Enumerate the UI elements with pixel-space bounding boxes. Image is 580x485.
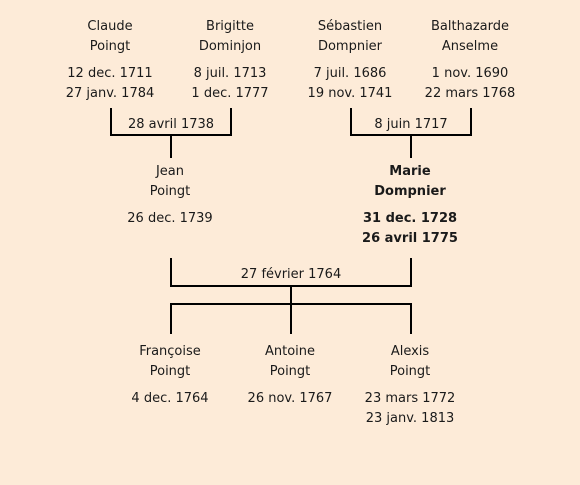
death-date: 26 avril 1775 [362,231,458,246]
grandparent-sebastien-dompnier[interactable]: Sébastien Dompnier 7 juil. 1686 19 nov. … [285,17,415,104]
death-date: 19 nov. 1741 [307,86,393,101]
given-name: Alexis [390,344,430,359]
grandparent-claude-poingt[interactable]: Claude Poingt 12 dec. 1711 27 janv. 1784 [45,17,175,104]
connector-line [110,108,112,136]
life-dates: 12 dec. 1711 27 janv. 1784 [45,64,175,104]
given-name: Balthazarde [431,19,509,34]
surname: Poingt [89,39,131,54]
life-dates: 26 nov. 1767 [225,389,355,409]
death-date: 1 dec. 1777 [191,86,269,101]
descent-line [170,136,172,158]
surname: Dompnier [374,184,446,199]
marriage-date: 8 juin 1717 [374,117,448,132]
birth-date: 26 dec. 1739 [127,211,213,226]
surname: Dominjon [198,39,262,54]
surname: Dompnier [317,39,383,54]
birth-date: 31 dec. 1728 [362,211,458,226]
child-line [410,303,412,334]
child-line [170,303,172,334]
birth-date: 8 juil. 1713 [193,66,267,81]
child-francoise-poingt[interactable]: Françoise Poingt 4 dec. 1764 [105,342,235,409]
marriage-bar [110,134,232,136]
marriage-date: 27 février 1764 [240,267,342,282]
birth-date: 12 dec. 1711 [67,66,153,81]
child-alexis-poingt[interactable]: Alexis Poingt 23 mars 1772 23 janv. 1813 [345,342,475,429]
parent-jean-poingt[interactable]: Jean Poingt 26 dec. 1739 [105,162,235,229]
marriage-bar [350,134,472,136]
grandparent-brigitte-dominjon[interactable]: Brigitte Dominjon 8 juil. 1713 1 dec. 17… [165,17,295,104]
life-dates: 26 dec. 1739 [105,209,235,229]
connector-line [470,108,472,136]
birth-date: 1 nov. 1690 [431,66,509,81]
connector-line [350,108,352,136]
life-dates: 7 juil. 1686 19 nov. 1741 [285,64,415,104]
surname: Poingt [389,364,431,379]
marriage-date: 28 avril 1738 [127,117,215,132]
connector-line [410,258,412,287]
life-dates: 23 mars 1772 23 janv. 1813 [345,389,475,429]
given-name: Françoise [139,344,201,359]
surname: Anselme [441,39,499,54]
life-dates: 1 nov. 1690 22 mars 1768 [405,64,535,104]
given-name: Marie [389,164,431,179]
given-name: Sébastien [317,19,383,34]
marriage-bar [170,285,412,287]
parent-marie-dompnier[interactable]: Marie Dompnier 31 dec. 1728 26 avril 177… [345,162,475,249]
connector-line [170,258,172,287]
descent-line [290,287,292,305]
surname: Poingt [149,184,191,199]
grandparent-balthazarde-anselme[interactable]: Balthazarde Anselme 1 nov. 1690 22 mars … [405,17,535,104]
child-antoine-poingt[interactable]: Antoine Poingt 26 nov. 1767 [225,342,355,409]
child-line [290,303,292,334]
connector-line [230,108,232,136]
surname: Poingt [149,364,191,379]
life-dates: 4 dec. 1764 [105,389,235,409]
birth-date: 4 dec. 1764 [131,391,209,406]
surname: Poingt [269,364,311,379]
descent-line [410,136,412,158]
given-name: Jean [155,164,185,179]
birth-date: 7 juil. 1686 [313,66,387,81]
death-date: 22 mars 1768 [424,86,516,101]
birth-date: 26 nov. 1767 [247,391,333,406]
life-dates: 31 dec. 1728 26 avril 1775 [345,209,475,249]
given-name: Brigitte [206,19,254,34]
death-date: 27 janv. 1784 [65,86,155,101]
birth-date: 23 mars 1772 [364,391,456,406]
life-dates: 8 juil. 1713 1 dec. 1777 [165,64,295,104]
given-name: Antoine [264,344,316,359]
death-date: 23 janv. 1813 [365,411,455,426]
given-name: Claude [87,19,133,34]
